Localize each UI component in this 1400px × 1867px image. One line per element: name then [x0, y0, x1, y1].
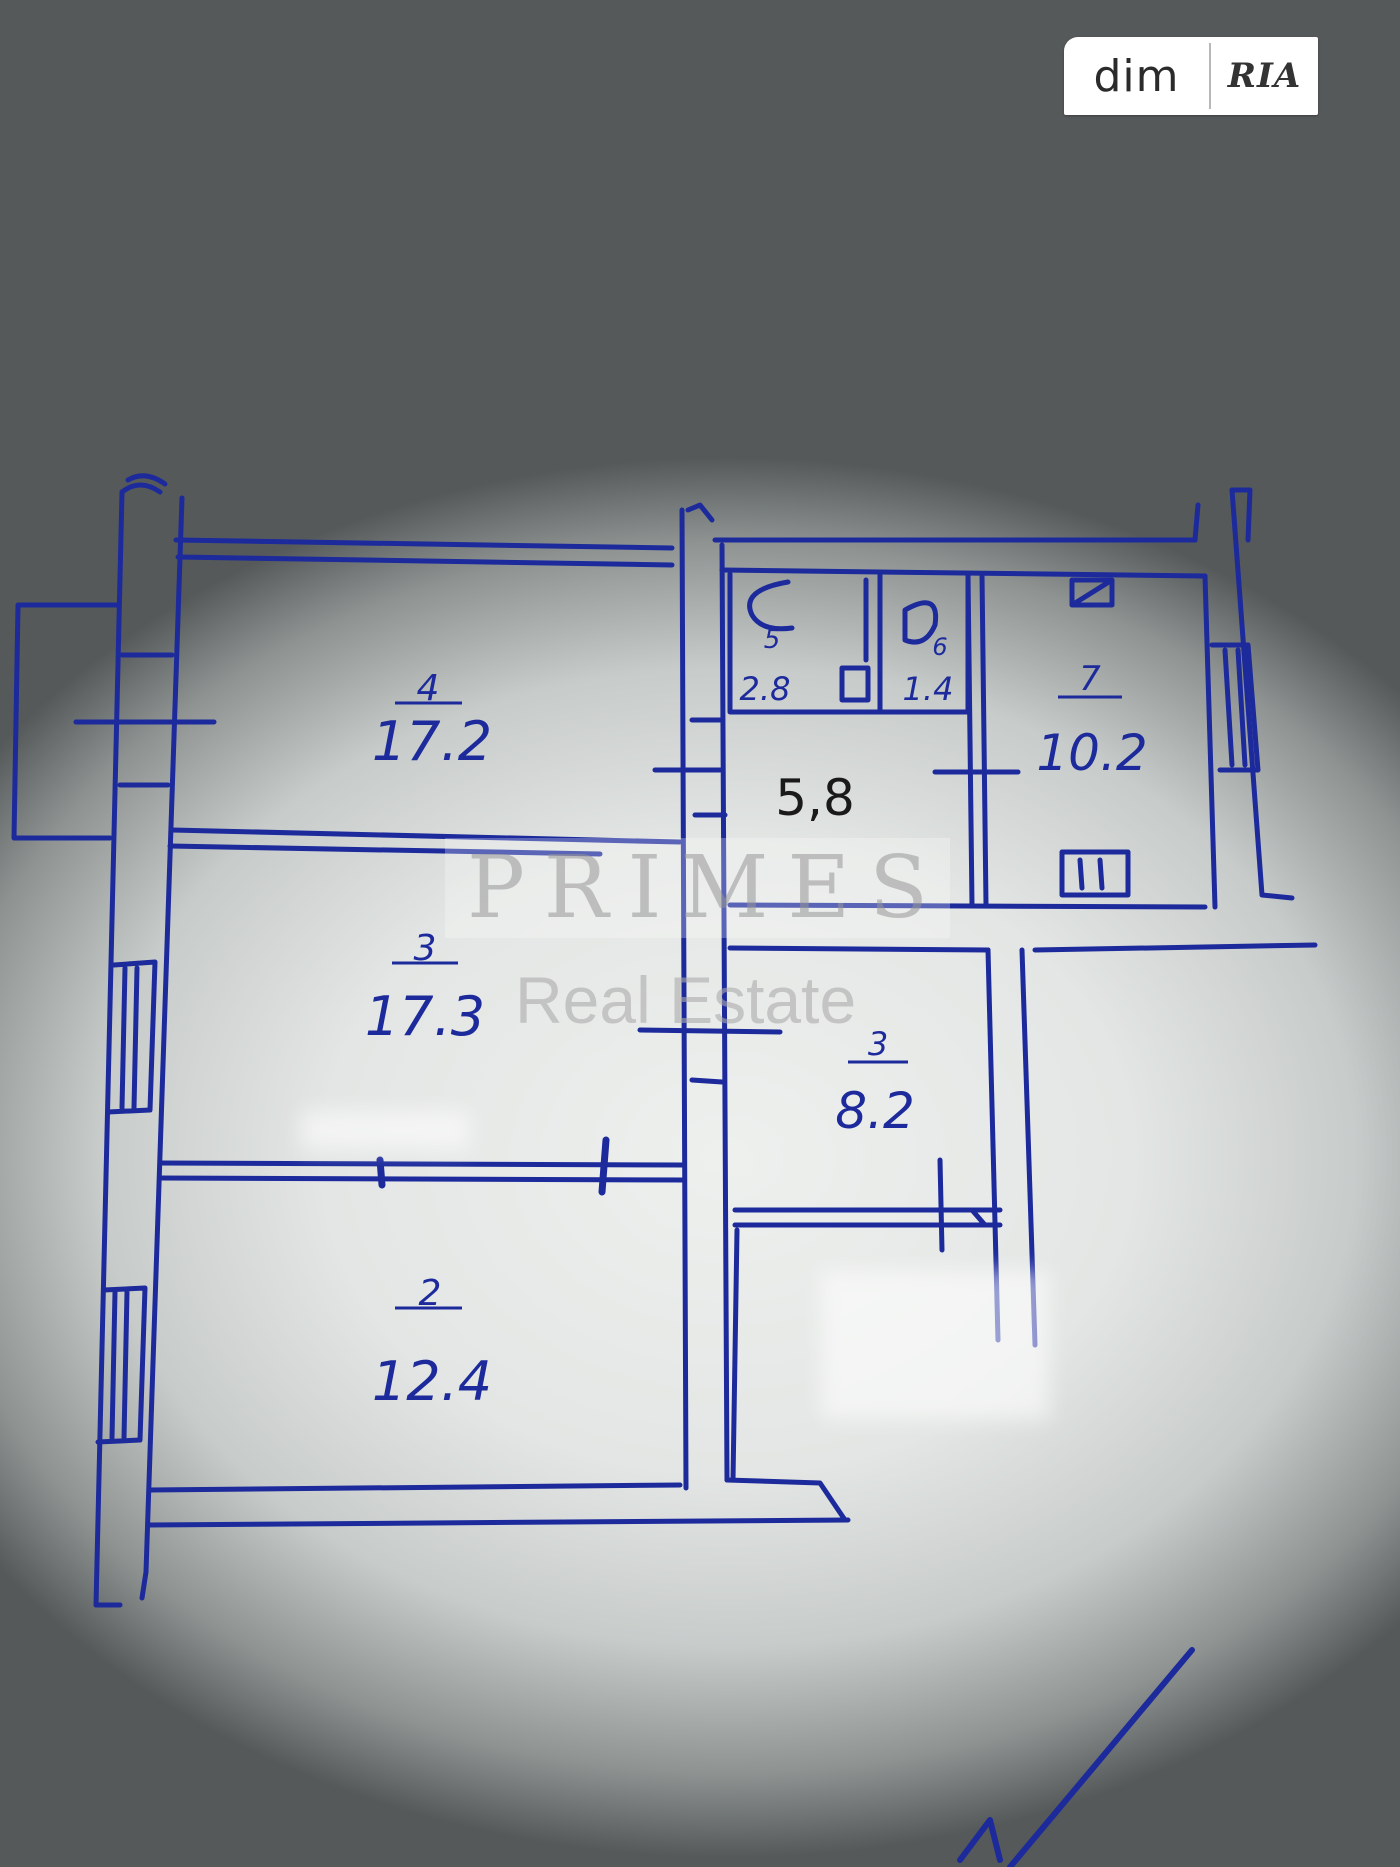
erased-area-1	[820, 1270, 1050, 1420]
wall-3-2	[157, 1160, 687, 1168]
door-3-2	[376, 1136, 610, 1196]
door-tick-3	[637, 1027, 783, 1035]
wall-corridor-right	[1032, 942, 1318, 953]
wall-top-left-2	[175, 554, 675, 568]
room-2-area: 12.4	[372, 1350, 492, 1413]
window-left-1	[105, 959, 158, 1115]
wall-right-inner	[1202, 573, 1218, 910]
wall-3-2b	[157, 1175, 687, 1183]
signature-stroke	[957, 1647, 1195, 1867]
wall-bottom-outer	[145, 1517, 851, 1528]
wc-right-wall-2	[979, 571, 989, 908]
door-tick-4	[689, 1077, 725, 1085]
wall-corridor-top	[727, 902, 1208, 910]
room-1-number: 3	[868, 1025, 888, 1063]
window-left-2	[95, 1285, 148, 1445]
wc-number: 6	[932, 633, 947, 661]
door-room1	[937, 1157, 988, 1253]
wall-top-right-1	[712, 502, 1201, 543]
balcony-outline	[11, 602, 121, 841]
room-7-area: 10.2	[1036, 724, 1147, 782]
logo-ria-text: RIA	[1227, 56, 1302, 96]
sink-bath	[839, 665, 871, 703]
watermark-primes: P R I M E S	[445, 838, 950, 938]
wall-top-right-2	[719, 567, 1208, 579]
dim-ria-logo: dim RIA	[1064, 37, 1318, 115]
wall-corridor-low	[730, 1227, 740, 1483]
bath-number: 5	[764, 625, 781, 655]
wall-left-outer	[93, 489, 125, 1608]
wall-bottom-left-cap	[93, 1569, 149, 1608]
wc-right-wall	[965, 571, 975, 908]
kitchen-vent	[1069, 577, 1115, 608]
room-1-area: 8.2	[835, 1082, 915, 1140]
balcony-door-jamb	[117, 652, 175, 788]
wall-bottom-inner	[147, 1482, 683, 1493]
wall-bottom-mid	[724, 1477, 848, 1523]
wall-center-right	[719, 542, 730, 1483]
watermark-real-estate: Real Estate	[515, 963, 857, 1037]
wc-area: 1.4	[903, 670, 954, 708]
wall-left-cap	[119, 482, 163, 495]
window-right	[1209, 642, 1261, 773]
wall-4-3	[169, 827, 683, 845]
wall-left-inner	[143, 495, 185, 1575]
erased-area-2	[300, 1110, 470, 1150]
room-3-area: 17.3	[365, 985, 485, 1048]
tub-shape	[747, 579, 795, 632]
room-3-number: 3	[414, 928, 437, 969]
room-4-number: 4	[417, 668, 440, 709]
room-2-number: 2	[419, 1273, 442, 1314]
logo-dim-text: dim	[1093, 50, 1180, 102]
room-7-number: 7	[1079, 659, 1101, 699]
logo-divider	[1209, 43, 1211, 109]
bath-area: 2.8	[740, 670, 791, 708]
axis-mark-topright	[1229, 487, 1253, 543]
wall-right-outer	[1229, 487, 1295, 901]
axis-mark-topmid	[685, 502, 715, 523]
wall-room1-top	[727, 945, 991, 953]
kitchen-stove	[1059, 849, 1131, 898]
room-4-area: 17.2	[372, 710, 492, 773]
axis-mark-topleft	[125, 473, 168, 487]
toilet-shape	[902, 600, 939, 645]
wall-4-3b	[167, 843, 603, 857]
wall-top-left-1	[173, 537, 675, 551]
wall-center-left	[679, 507, 689, 1491]
door-tick-2	[689, 717, 728, 818]
room-5-area: 5,8	[775, 769, 855, 827]
